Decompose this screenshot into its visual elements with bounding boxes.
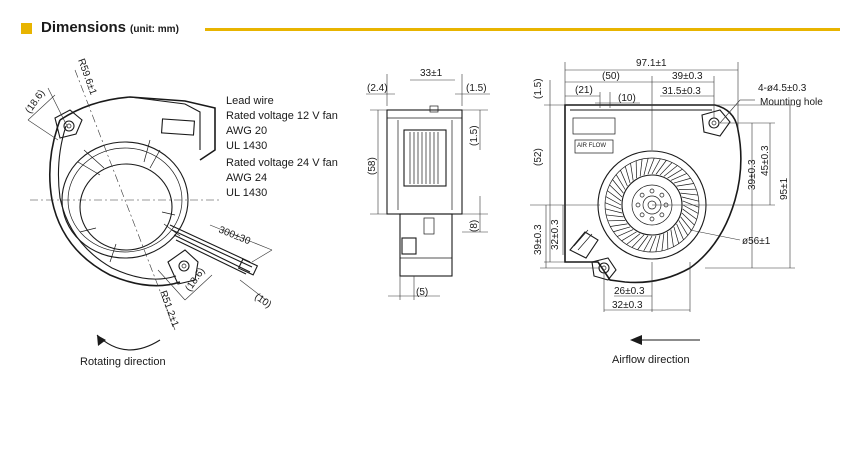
lead-length-label: 300±30 [217,225,252,248]
impeller-blades [604,157,700,253]
dim-39-vertical-left-label: 39±0.3 [533,224,544,255]
section-title: Dimensions(unit: mm) [41,19,179,36]
dim-95-label: 95±1 [779,177,790,200]
side-right-offset-label: (1.5) [466,83,487,94]
dim-10-label: (10) [618,93,636,104]
lead-wire-line: UL 1430 [226,187,267,199]
dim-32-label: 32±0.3 [612,300,643,311]
header-square-icon [21,23,32,34]
dim-31-5-label: 31.5±0.3 [662,86,701,97]
dim-39-vertical-right-label: 39±0.3 [747,159,758,190]
airflow-label: AIR FLOW [577,143,606,149]
left-view-fan-drawing [27,69,273,351]
radius-inner-label: R51.2±1 [157,289,180,329]
diameter-label: ø56±1 [742,236,771,247]
dim-39-label: 39±0.3 [672,71,703,82]
dim-52-label: (52) [533,148,544,166]
lead-wire-line: Rated voltage 12 V fan [226,110,338,122]
dim-45-vertical-label: 45±0.3 [760,145,771,176]
header-rule [205,28,840,31]
lead-wire-text-block: Lead wire Rated voltage 12 V fan AWG 20 … [226,95,338,199]
dim-top-1-5-label: (1.5) [533,78,544,99]
front-view-drawing [530,62,795,345]
mounting-hole-label: Mounting hole [760,97,823,108]
dim-21-label: (21) [575,85,593,96]
lead-tip-label: (10) [252,291,273,310]
side-view-drawing [366,74,490,300]
total-width-label: 97.1±1 [636,58,667,69]
side-connector-label: (5) [416,287,428,298]
rotating-direction-caption: Rotating direction [80,356,166,368]
lead-wire-line: UL 1430 [226,140,267,152]
lead-wire-line: Rated voltage 24 V fan [226,157,338,169]
mounting-hole-dim-label: 4-ø4.5±0.3 [758,83,807,94]
tab-top-label: (18.6) [23,88,47,116]
dim-26-label: 26±0.3 [614,286,645,297]
dim-32-vertical-label: 32±0.3 [550,219,561,250]
unit-label: (unit: mm) [130,24,179,35]
side-height-label: (58) [367,157,378,175]
radius-outer-label: R59.6±1 [75,57,98,97]
side-width-label: 33±1 [420,68,443,79]
lead-wire-line: AWG 24 [226,172,267,184]
lead-wire-line: Lead wire [226,95,274,107]
lead-wire-line: AWG 20 [226,125,267,137]
side-bottom-gap-label: (8) [469,220,480,232]
side-right-vertical-label: (1.5) [469,125,480,146]
dim-50-label: (50) [602,71,620,82]
side-left-offset-label: (2.4) [367,83,388,94]
airflow-direction-caption: Airflow direction [612,354,690,366]
section-header: Dimensions(unit: mm) [15,18,840,40]
